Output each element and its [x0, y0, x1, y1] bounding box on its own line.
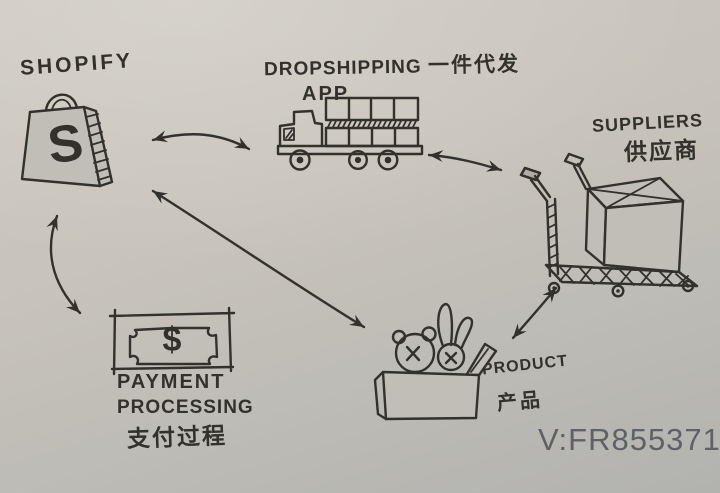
shopify-bag-letter: S — [44, 113, 86, 175]
payment-label-line2: PROCESSING — [117, 397, 254, 418]
hand-truck-box-icon — [519, 152, 699, 298]
edge-product-suppliers-arrow — [511, 286, 558, 340]
toy-box-icon — [373, 302, 498, 421]
edge-shopify-payment-arrow — [46, 214, 82, 315]
watermark-text: V:FR855371 — [538, 422, 720, 457]
edge-shopify-product-arrow — [151, 189, 366, 329]
edge-dropshipping-suppliers-arrow — [427, 150, 503, 172]
dollar-symbol: $ — [163, 321, 182, 359]
shopping-bag-icon: S — [20, 93, 114, 188]
payment-label-line1: PAYMENT — [117, 371, 226, 393]
delivery-truck-icon — [276, 96, 424, 171]
edge-shopify-dropshipping-arrow — [151, 130, 251, 151]
